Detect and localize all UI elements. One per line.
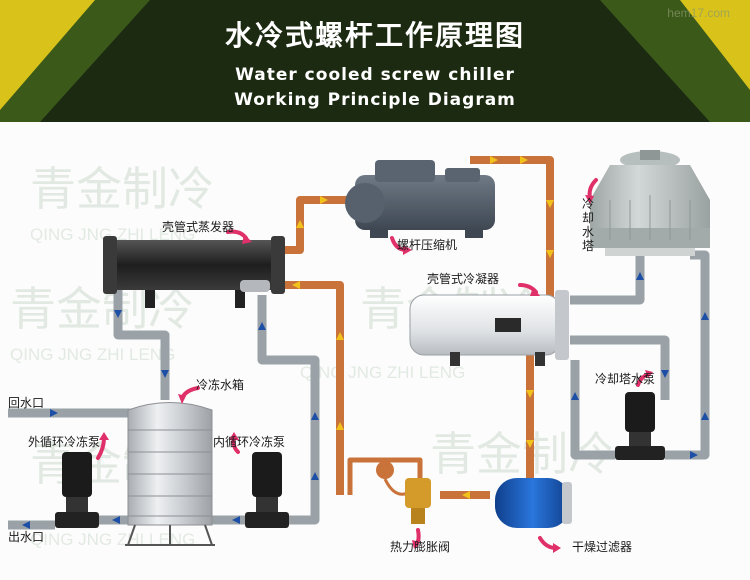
arrow-blue xyxy=(232,516,240,524)
arrow-blue xyxy=(701,312,709,320)
arrow-blue xyxy=(22,521,30,529)
arrow-yellow xyxy=(336,332,344,340)
flow-arrows xyxy=(22,156,709,529)
svg-text:QING JNG ZHI LENG: QING JNG ZHI LENG xyxy=(30,225,195,244)
shell-tube-evaporator xyxy=(103,236,285,308)
arrow-blue xyxy=(161,370,169,378)
header-banner: 水冷式螺杆工作原理图 Water cooled screw chiller Wo… xyxy=(0,0,750,122)
chilled-water-tank xyxy=(125,402,215,546)
arrow-blue xyxy=(114,310,122,318)
arrow-blue xyxy=(661,370,669,378)
svg-text:青金制冷: 青金制冷 xyxy=(30,162,214,216)
arrow-blue xyxy=(571,392,579,400)
arrow-yellow xyxy=(526,390,534,398)
pointer-cooling-pump xyxy=(636,372,650,387)
arrow-yellow xyxy=(490,156,498,164)
page-subtitle-line2: Working Principle Diagram xyxy=(234,90,516,110)
site-watermark: hem17.com xyxy=(667,6,730,20)
svg-text:QING JNG ZHI LENG: QING JNG ZHI LENG xyxy=(300,363,465,382)
tower-return-pipe xyxy=(665,250,710,460)
arrow-yellow xyxy=(462,491,470,499)
pointer-heads xyxy=(99,195,653,553)
arrow-blue xyxy=(50,409,58,417)
cooling-tower-pump xyxy=(615,392,665,460)
label-return-inlet: 回水口 xyxy=(8,396,45,410)
pump-return-pipe xyxy=(570,360,615,460)
dryer-filter xyxy=(495,478,572,528)
thermal-expansion-valve xyxy=(376,461,431,524)
inner-loop-pipe xyxy=(257,295,320,525)
label-dryer-filter: 干燥过滤器 xyxy=(572,540,633,554)
condenser-to-tower-pipe xyxy=(570,255,645,305)
svg-text:青金制冷: 青金制冷 xyxy=(10,282,194,336)
arrow-blue xyxy=(701,412,709,420)
banner-background xyxy=(0,0,750,122)
label-chilled-tank: 冷冻水箱 xyxy=(196,378,245,392)
arrow-yellow xyxy=(296,220,304,228)
evaporator-to-compressor-pipe xyxy=(275,196,350,254)
arrow-yellow xyxy=(320,196,328,204)
label-cooling-tower: 冷却水塔 xyxy=(582,197,595,253)
arrow-yellow xyxy=(520,156,528,164)
arrow-blue xyxy=(311,472,319,480)
label-expansion-valve: 热力膨胀阀 xyxy=(390,540,451,554)
label-condenser: 壳管式冷凝器 xyxy=(427,272,500,286)
label-outlet: 出水口 xyxy=(8,530,45,544)
shell-tube-condenser xyxy=(409,290,569,366)
page-title: 水冷式螺杆工作原理图 xyxy=(224,19,525,52)
arrow-blue xyxy=(690,451,698,459)
label-cooling-pump: 冷却塔水泵 xyxy=(595,372,656,386)
arrow-blue xyxy=(636,272,644,280)
arrow-yellow xyxy=(292,281,300,289)
arrow-yellow xyxy=(336,422,344,430)
page-subtitle-line1: Water cooled screw chiller xyxy=(235,65,515,85)
condenser-to-pump-pipe xyxy=(570,335,670,400)
arrow-yellow xyxy=(526,440,534,448)
screw-compressor xyxy=(345,160,495,238)
outer-circulation-pump xyxy=(55,452,99,528)
valve-loop-pipe xyxy=(347,457,423,495)
arrow-blue xyxy=(258,322,266,330)
inner-circulation-pump xyxy=(245,452,289,528)
svg-text:QING JNG ZHI LENG: QING JNG ZHI LENG xyxy=(10,345,175,364)
arrow-blue xyxy=(311,412,319,420)
arrow-yellow xyxy=(546,250,554,258)
label-evaporator: 壳管式蒸发器 xyxy=(162,220,235,234)
label-inner-pump: 内循环冷冻泵 xyxy=(213,435,286,449)
label-outer-pump: 外循环冷冻泵 xyxy=(28,435,101,449)
arrow-blue xyxy=(112,516,120,524)
cooling-tower xyxy=(590,150,710,256)
label-compressor: 螺杆压缩机 xyxy=(397,238,458,252)
arrow-yellow xyxy=(546,200,554,208)
